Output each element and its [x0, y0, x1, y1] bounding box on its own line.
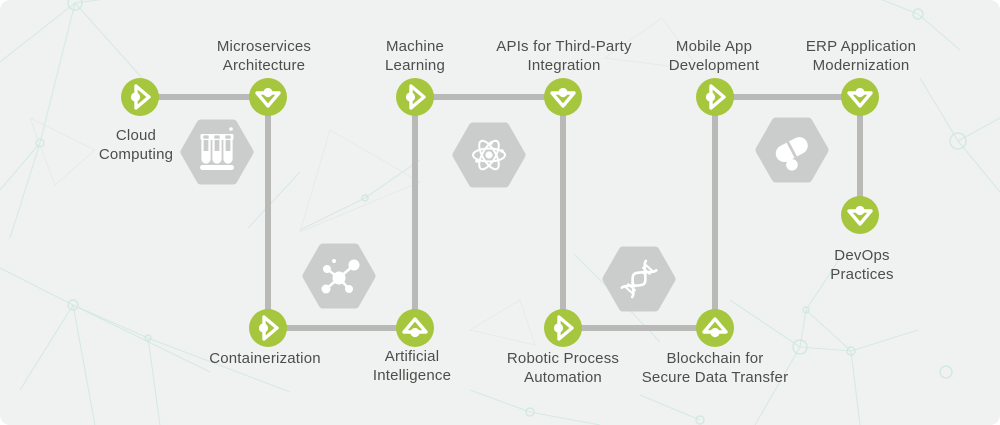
flow-node-apis-third-party-integration: [544, 78, 582, 116]
flow-node-mobile-app-development: [696, 78, 734, 116]
direction-arrow-icon: [402, 317, 428, 338]
direction-arrow-icon: [847, 87, 873, 108]
test-tubes-icon: [180, 119, 254, 185]
node-label-robotic-process-automation: Robotic Process Automation: [506, 350, 620, 386]
flow-node-cloud-computing: [121, 78, 159, 116]
dna-icon: [602, 246, 676, 312]
direction-arrow-icon: [702, 317, 728, 338]
flow-node-machine-learning: [396, 78, 434, 116]
direction-arrow-icon: [847, 205, 873, 226]
node-label-mobile-app-development: Mobile App Development: [668, 38, 760, 74]
flow-node-robotic-process-automation: [544, 309, 582, 347]
direction-arrow-icon: [550, 87, 576, 108]
direction-arrow-icon: [255, 87, 281, 108]
direction-arrow-icon: [705, 84, 726, 110]
node-label-blockchain-secure-data-transfer: Blockchain for Secure Data Transfer: [641, 350, 789, 386]
flow-node-erp-application-modernization: [841, 78, 879, 116]
direction-arrow-icon: [258, 315, 279, 341]
atom-icon: [452, 122, 526, 188]
flow-node-blockchain-secure-data-transfer: [696, 309, 734, 347]
node-label-erp-application-modernization: ERP Application Modernization: [805, 38, 917, 74]
node-label-microservices-architecture: Microservices Architecture: [216, 38, 312, 74]
node-label-machine-learning: Machine Learning: [385, 38, 445, 74]
node-label-apis-third-party-integration: APIs for Third-Party Integration: [496, 38, 632, 74]
molecule-icon: [302, 243, 376, 309]
node-label-artificial-intelligence: Artificial Intelligence: [372, 348, 452, 384]
node-label-devops-practices: DevOps Practices: [830, 247, 894, 283]
flow-node-artificial-intelligence: [396, 309, 434, 347]
flow-node-containerization: [249, 309, 287, 347]
direction-arrow-icon: [405, 84, 426, 110]
pills-icon: [755, 117, 829, 183]
flow-node-devops-practices: [841, 196, 879, 234]
flow-node-microservices-architecture: [249, 78, 287, 116]
direction-arrow-icon: [553, 315, 574, 341]
node-label-containerization: Containerization: [209, 350, 321, 367]
direction-arrow-icon: [130, 84, 151, 110]
node-label-cloud-computing: Cloud Computing: [98, 127, 174, 163]
